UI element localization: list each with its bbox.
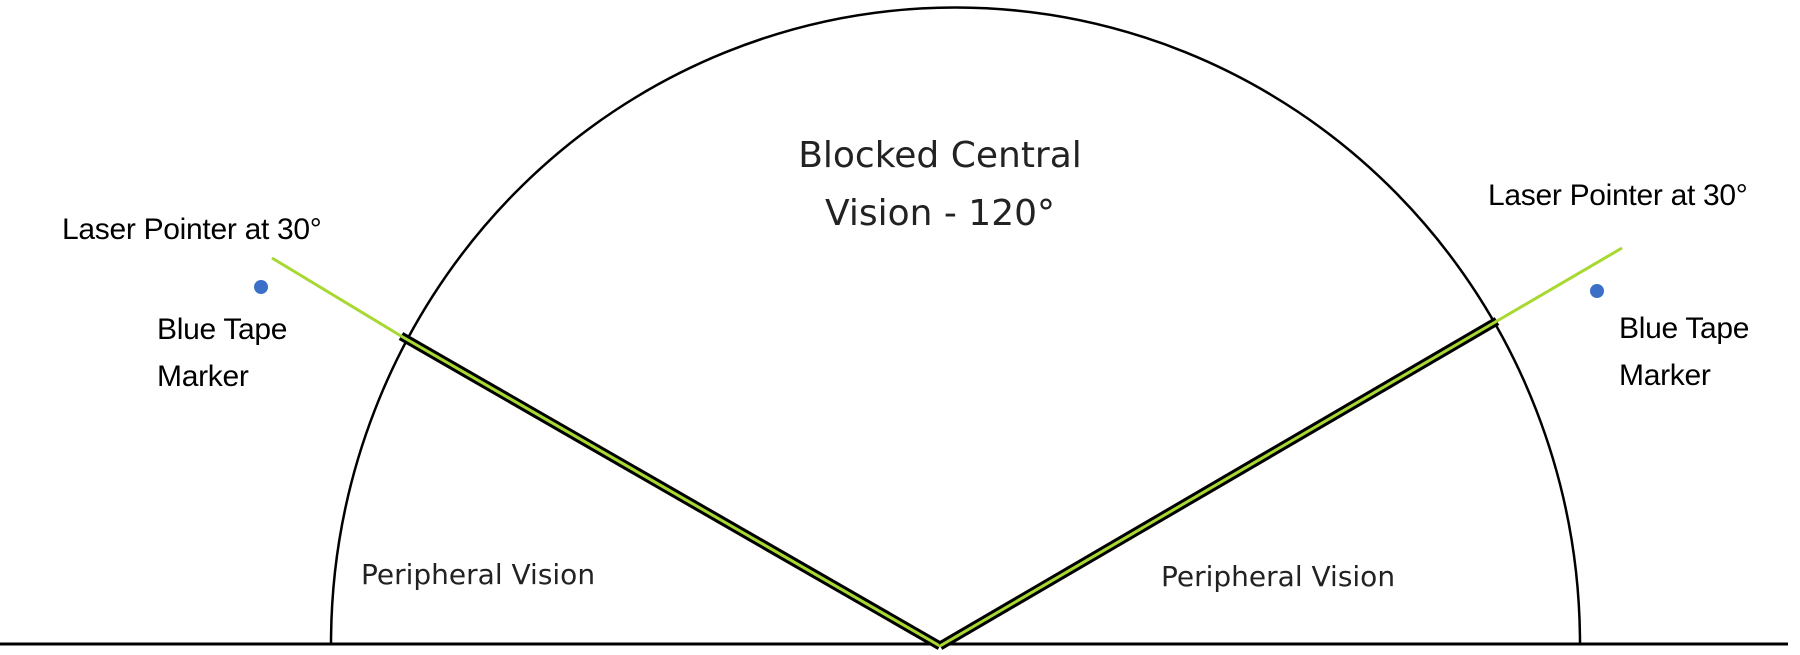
left-laser-label: Laser Pointer at 30° (62, 213, 322, 246)
field-of-view-semicircle (329, 5, 1582, 645)
right-laser-label: Laser Pointer at 30° (1488, 179, 1748, 212)
left-laser-beam (271, 256, 402, 338)
right-blue-tape-marker (1590, 284, 1604, 298)
left-blue-tape-marker (254, 280, 268, 294)
title-line-1: Blocked Central (798, 135, 1082, 176)
left-boundary-laser (400, 334, 941, 648)
right-boundary-laser (939, 319, 1498, 648)
left-tape-label-line1: Blue Tape (157, 313, 288, 346)
right-peripheral-label: Peripheral Vision (1161, 560, 1396, 593)
right-laser-beam (1496, 246, 1623, 323)
right-tape-label-line2: Marker (1619, 359, 1711, 392)
left-tape-label-line2: Marker (157, 360, 249, 393)
title-line-2: Vision - 120° (824, 193, 1056, 234)
left-peripheral-label: Peripheral Vision (361, 558, 596, 591)
right-tape-label-line1: Blue Tape (1619, 312, 1750, 345)
